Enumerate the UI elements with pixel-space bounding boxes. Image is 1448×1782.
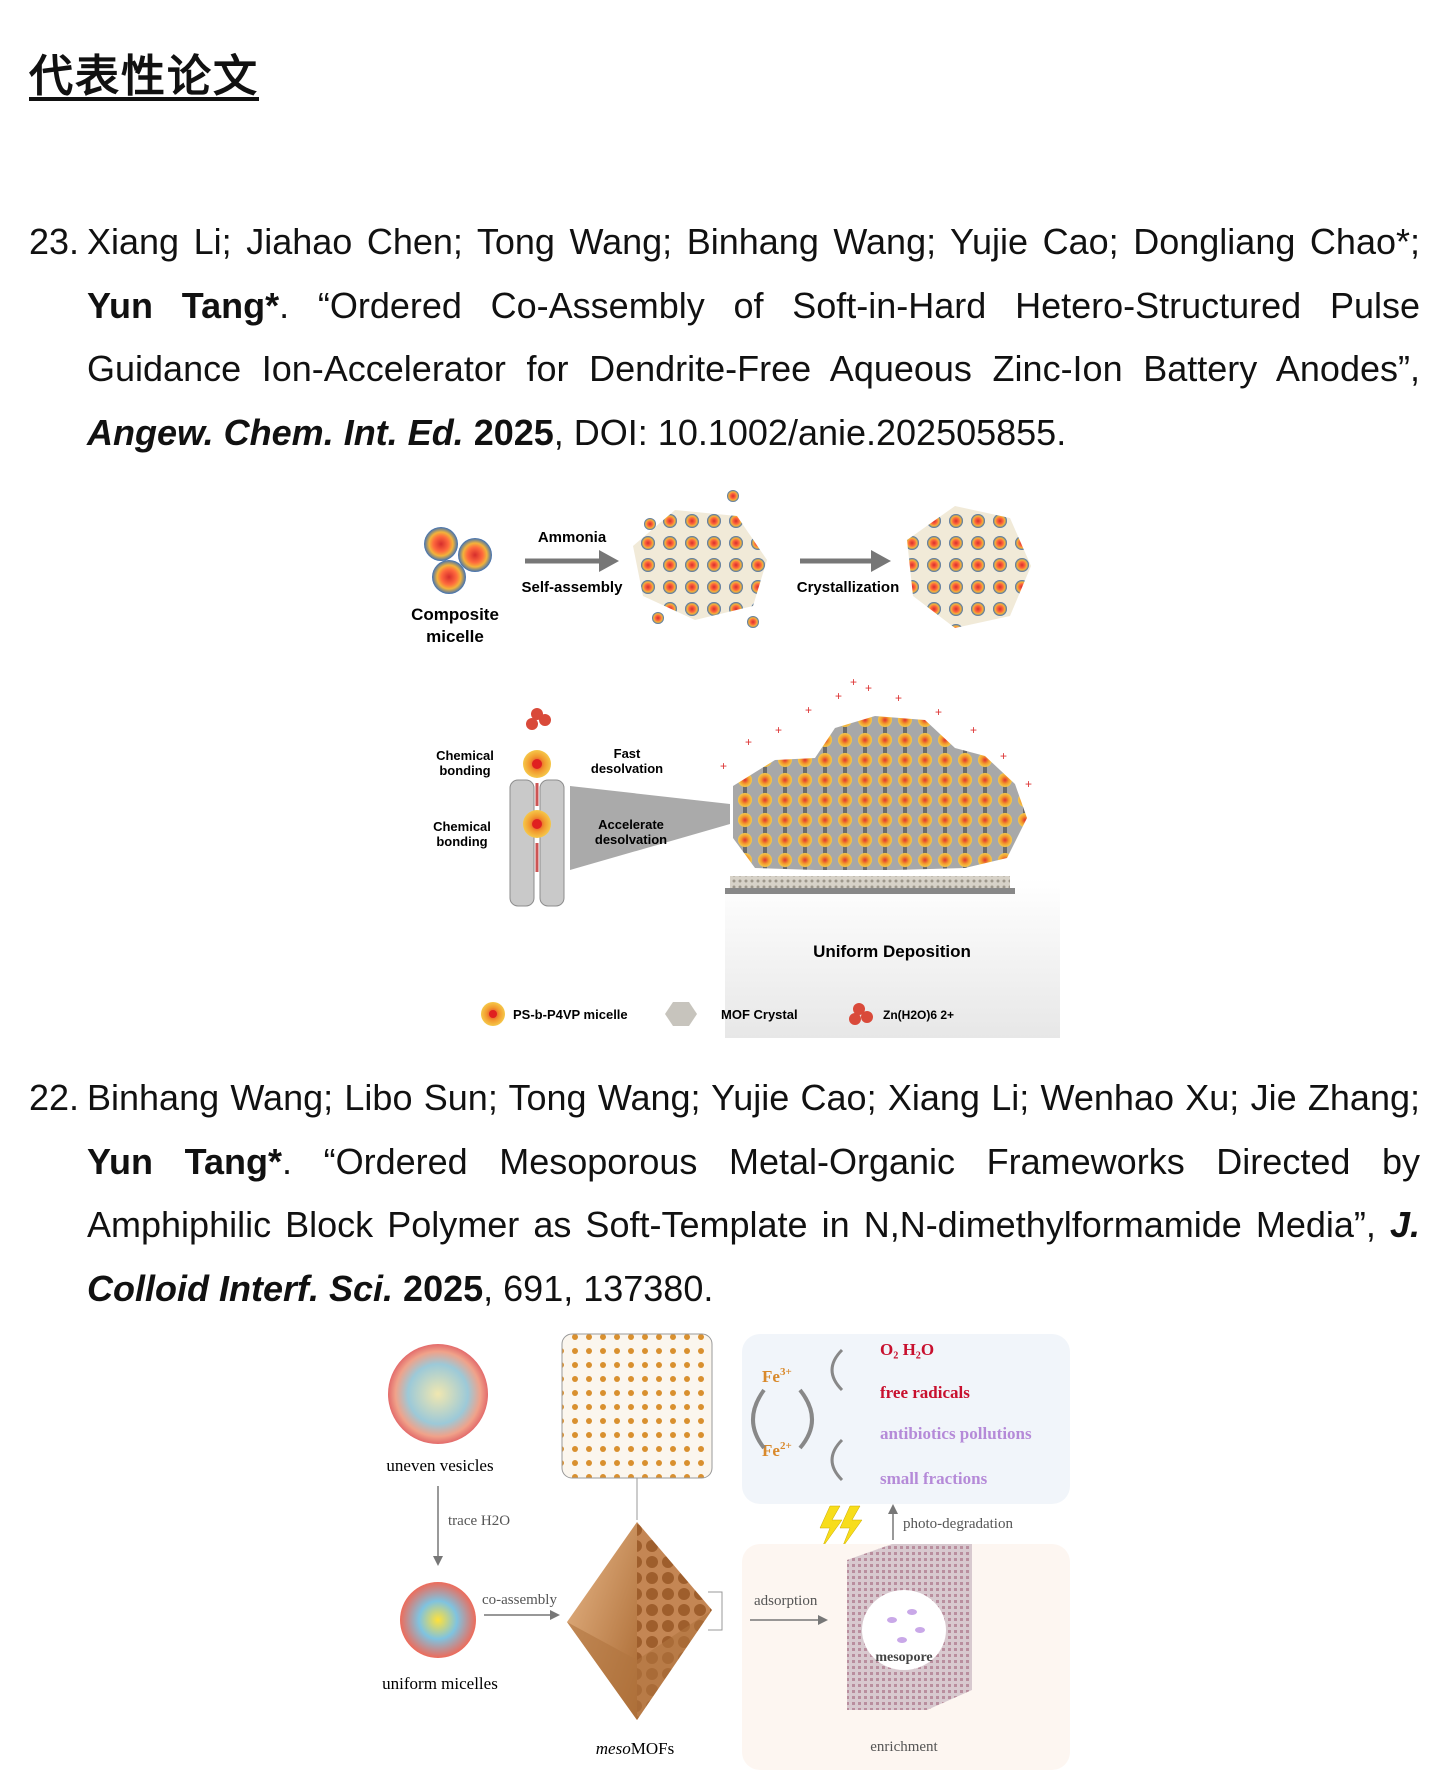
substrate-edge [725, 888, 1015, 894]
photo-degradation-label: photo-degradation [903, 1516, 1013, 1532]
uniform-micelles-label: uniform micelles [382, 1674, 498, 1693]
cycle-arrow-right [798, 1388, 814, 1450]
paper-entry-23: 23. Xiang Li; Jiahao Chen; Tong Wang; Bi… [29, 210, 1420, 464]
svg-text:+: + [970, 723, 977, 737]
chem-bonding-1a: Chemical [436, 748, 494, 763]
arrow-right-icon [750, 1615, 828, 1625]
paper-title: . “Ordered Co-Assembly of Soft-in-Hard H… [87, 284, 1420, 390]
arrow-right-icon [525, 550, 619, 572]
paper-entry-22: 22. Binhang Wang; Libo Sun; Tong Wang; Y… [29, 1066, 1420, 1320]
chem-bonding-2a: Chemical [433, 819, 491, 834]
deposited-mof-layer [733, 716, 1027, 870]
uniform-deposition-label: Uniform Deposition [813, 942, 971, 961]
citation-text: Xiang Li; Jiahao Chen; Tong Wang; Binhan… [87, 210, 1420, 464]
mesopore-label: mesopore [875, 1650, 932, 1665]
branch-arrow-top [830, 1348, 844, 1392]
entry-number: 22. [29, 1077, 80, 1118]
citation-text: Binhang Wang; Libo Sun; Tong Wang; Yujie… [87, 1066, 1420, 1320]
mof-structure-image [561, 1333, 713, 1479]
svg-text:+: + [835, 689, 842, 703]
citation-tail: , 691, 137380. [483, 1267, 714, 1309]
corresponding-author: Yun Tang* [87, 1140, 282, 1182]
fe3-label: Fe3+ [762, 1366, 792, 1386]
svg-text:+: + [895, 691, 902, 705]
figure-mesomof-schematic: uneven vesicles trace H2O uniform micell… [382, 1333, 1070, 1770]
svg-text:+: + [745, 735, 752, 749]
composite-label-1: Composite [411, 605, 499, 624]
ammonia-label: Ammonia [538, 529, 607, 546]
trace-h2o-label: trace H2O [448, 1513, 510, 1529]
uneven-vesicles-label: uneven vesicles [386, 1456, 493, 1475]
mesopore-grid-block [847, 1544, 972, 1710]
fe-cycle-panel [742, 1334, 1070, 1504]
zinc-substrate [730, 876, 1010, 888]
chem-bonding-2b: bonding [436, 834, 487, 849]
corresponding-author: Yun Tang* [87, 284, 280, 326]
publication-year: 2025 [403, 1267, 484, 1309]
zoom-beam [570, 786, 730, 870]
legend-micelle-icon [481, 1002, 505, 1026]
adsorption-label: adsorption [754, 1593, 818, 1609]
accelerate-desolvation-1: Accelerate [598, 817, 664, 832]
meso-mofs-label: mesoMOFs [596, 1739, 674, 1758]
light-bolt-icon [819, 1505, 863, 1549]
page-heading: 代表性论文 [29, 52, 259, 101]
svg-text:+: + [1025, 777, 1032, 791]
legend-zinc-ion-icon [849, 1003, 873, 1025]
arrow-up-icon [888, 1504, 898, 1540]
co-assembly-label: co-assembly [482, 1592, 557, 1608]
channel-pillar-diagram [509, 708, 565, 907]
accelerate-desolvation-2: desolvation [595, 832, 667, 847]
zn-ion-plus-markers: + + + + + + + + + + + + [720, 675, 1032, 791]
o2-h2o-label: O₂ H₂O [880, 1340, 934, 1359]
legend-zinc-ion: Zn(H2O)6 2+ [883, 1008, 954, 1022]
fast-desolvation-2: desolvation [591, 761, 663, 776]
chem-bonding-1b: bonding [439, 763, 490, 778]
arrow-down-icon [433, 1486, 443, 1566]
svg-text:+: + [720, 759, 727, 773]
citation-tail: , DOI: 10.1002/anie.202505855. [553, 411, 1067, 453]
svg-text:+: + [865, 681, 872, 695]
small-fractions-label: small fractions [880, 1469, 988, 1488]
deposition-shadow [725, 878, 1060, 1038]
authors: Xiang Li; Jiahao Chen; Tong Wang; Binhan… [87, 221, 1420, 262]
svg-text:+: + [935, 705, 942, 719]
crystallization-label: Crystallization [797, 579, 900, 596]
publication-year: 2025 [473, 411, 554, 453]
branch-arrow-bottom [830, 1438, 844, 1482]
meso-mof-octahedron [567, 1522, 712, 1720]
figure-zinc-anode-schematic: Composite micelle Ammonia Self-assembly … [411, 490, 1060, 1038]
free-radicals-label: free radicals [880, 1383, 970, 1402]
self-assembly-label: Self-assembly [522, 579, 624, 596]
authors: Binhang Wang; Libo Sun; Tong Wang; Yujie… [87, 1077, 1420, 1118]
svg-text:+: + [805, 703, 812, 717]
antibiotics-label: antibiotics pollutions [880, 1424, 1032, 1443]
cycle-arrow-left [751, 1388, 766, 1450]
journal-name: Angew. Chem. Int. Ed. [87, 411, 464, 453]
svg-text:+: + [1000, 749, 1007, 763]
legend-micelle: PS-b-P4VP micelle [513, 1007, 628, 1022]
bracket-line [708, 1591, 723, 1631]
composite-micelle-icon [424, 527, 492, 594]
enrichment-label: enrichment [870, 1739, 938, 1755]
paper-title: . “Ordered Mesoporous Metal-Organic Fram… [87, 1140, 1420, 1246]
fast-desolvation-1: Fast [614, 746, 641, 761]
arrow-right-icon [484, 1610, 560, 1620]
arrow-right-icon [800, 550, 891, 572]
uniform-micelle-icon [400, 1582, 476, 1658]
svg-text:+: + [850, 675, 857, 689]
entry-number: 23. [29, 221, 80, 262]
vesicle-icon [388, 1344, 488, 1444]
micelle-assembly-cluster [633, 490, 767, 628]
journal-name: J. Colloid Interf. Sci. [87, 1204, 1420, 1309]
legend-mof-crystal: MOF Crystal [721, 1007, 798, 1022]
legend-mof-crystal-icon [665, 1002, 697, 1026]
mof-crystal-hexagon [907, 506, 1031, 628]
fe2-label: Fe2+ [762, 1440, 792, 1460]
composite-label-2: micelle [426, 627, 484, 646]
svg-text:+: + [775, 723, 782, 737]
